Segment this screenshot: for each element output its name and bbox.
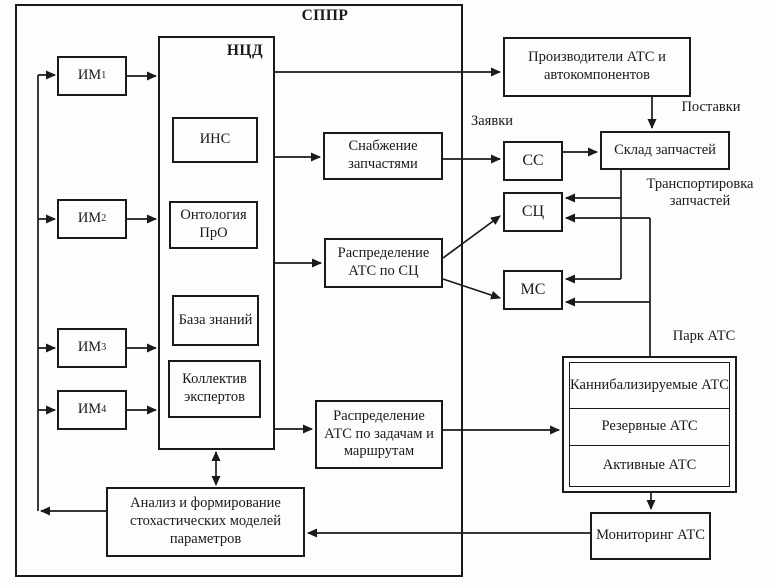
park-box: Каннибализируемые АТС Резервные АТС Акти… — [562, 356, 737, 493]
knowledge-base-box: База знаний — [172, 295, 259, 346]
producers-box: Производители АТС и автокомпонентов — [503, 37, 691, 97]
label-requests: Заявки — [470, 113, 514, 129]
park-label: Парк АТС — [672, 328, 736, 344]
ss-box: СС — [503, 141, 563, 181]
im-box-1-label: ИМ — [77, 67, 102, 84]
park-inner-frame: Каннибализируемые АТС Резервные АТС Акти… — [569, 362, 730, 487]
park-cell-cannibalized: Каннибализируемые АТС — [570, 376, 729, 393]
im-box-1-index: 1 — [101, 70, 107, 81]
im-box-2-index: 2 — [101, 213, 107, 224]
park-cell-active: Активные АТС — [570, 445, 729, 486]
sppr-title: СППР — [301, 7, 349, 24]
supply-box: Снабжение запчастями — [323, 132, 443, 180]
ms-box: МС — [503, 270, 563, 310]
label-transport: Транспортировка запчастей — [646, 176, 754, 210]
im-box-3-label: ИМ — [77, 339, 102, 356]
monitoring-box: Мониторинг АТС — [590, 512, 711, 560]
ontology-box: Онтология ПрО — [169, 201, 258, 249]
warehouse-box: Склад запчастей — [600, 131, 730, 170]
experts-box: Коллектив экспертов — [168, 360, 261, 418]
sc-box: СЦ — [503, 192, 563, 232]
im-box-2-label: ИМ — [77, 210, 102, 227]
distribution-tasks-box: Распределение АТС по задачам и маршрутам — [315, 400, 443, 469]
im-box-4-label: ИМ — [77, 401, 102, 418]
park-cell-reserve: Резервные АТС — [570, 408, 729, 445]
ins-box: ИНС — [172, 117, 258, 163]
im-box-3-index: 3 — [101, 342, 107, 353]
analysis-box: Анализ и формирование стохастических мод… — [106, 487, 305, 557]
distribution-sc-box: Распределение АТС по СЦ — [324, 238, 443, 288]
label-deliveries: Поставки — [681, 99, 741, 115]
im-box-4-index: 4 — [101, 404, 107, 415]
ncd-title: НЦД — [226, 42, 264, 59]
